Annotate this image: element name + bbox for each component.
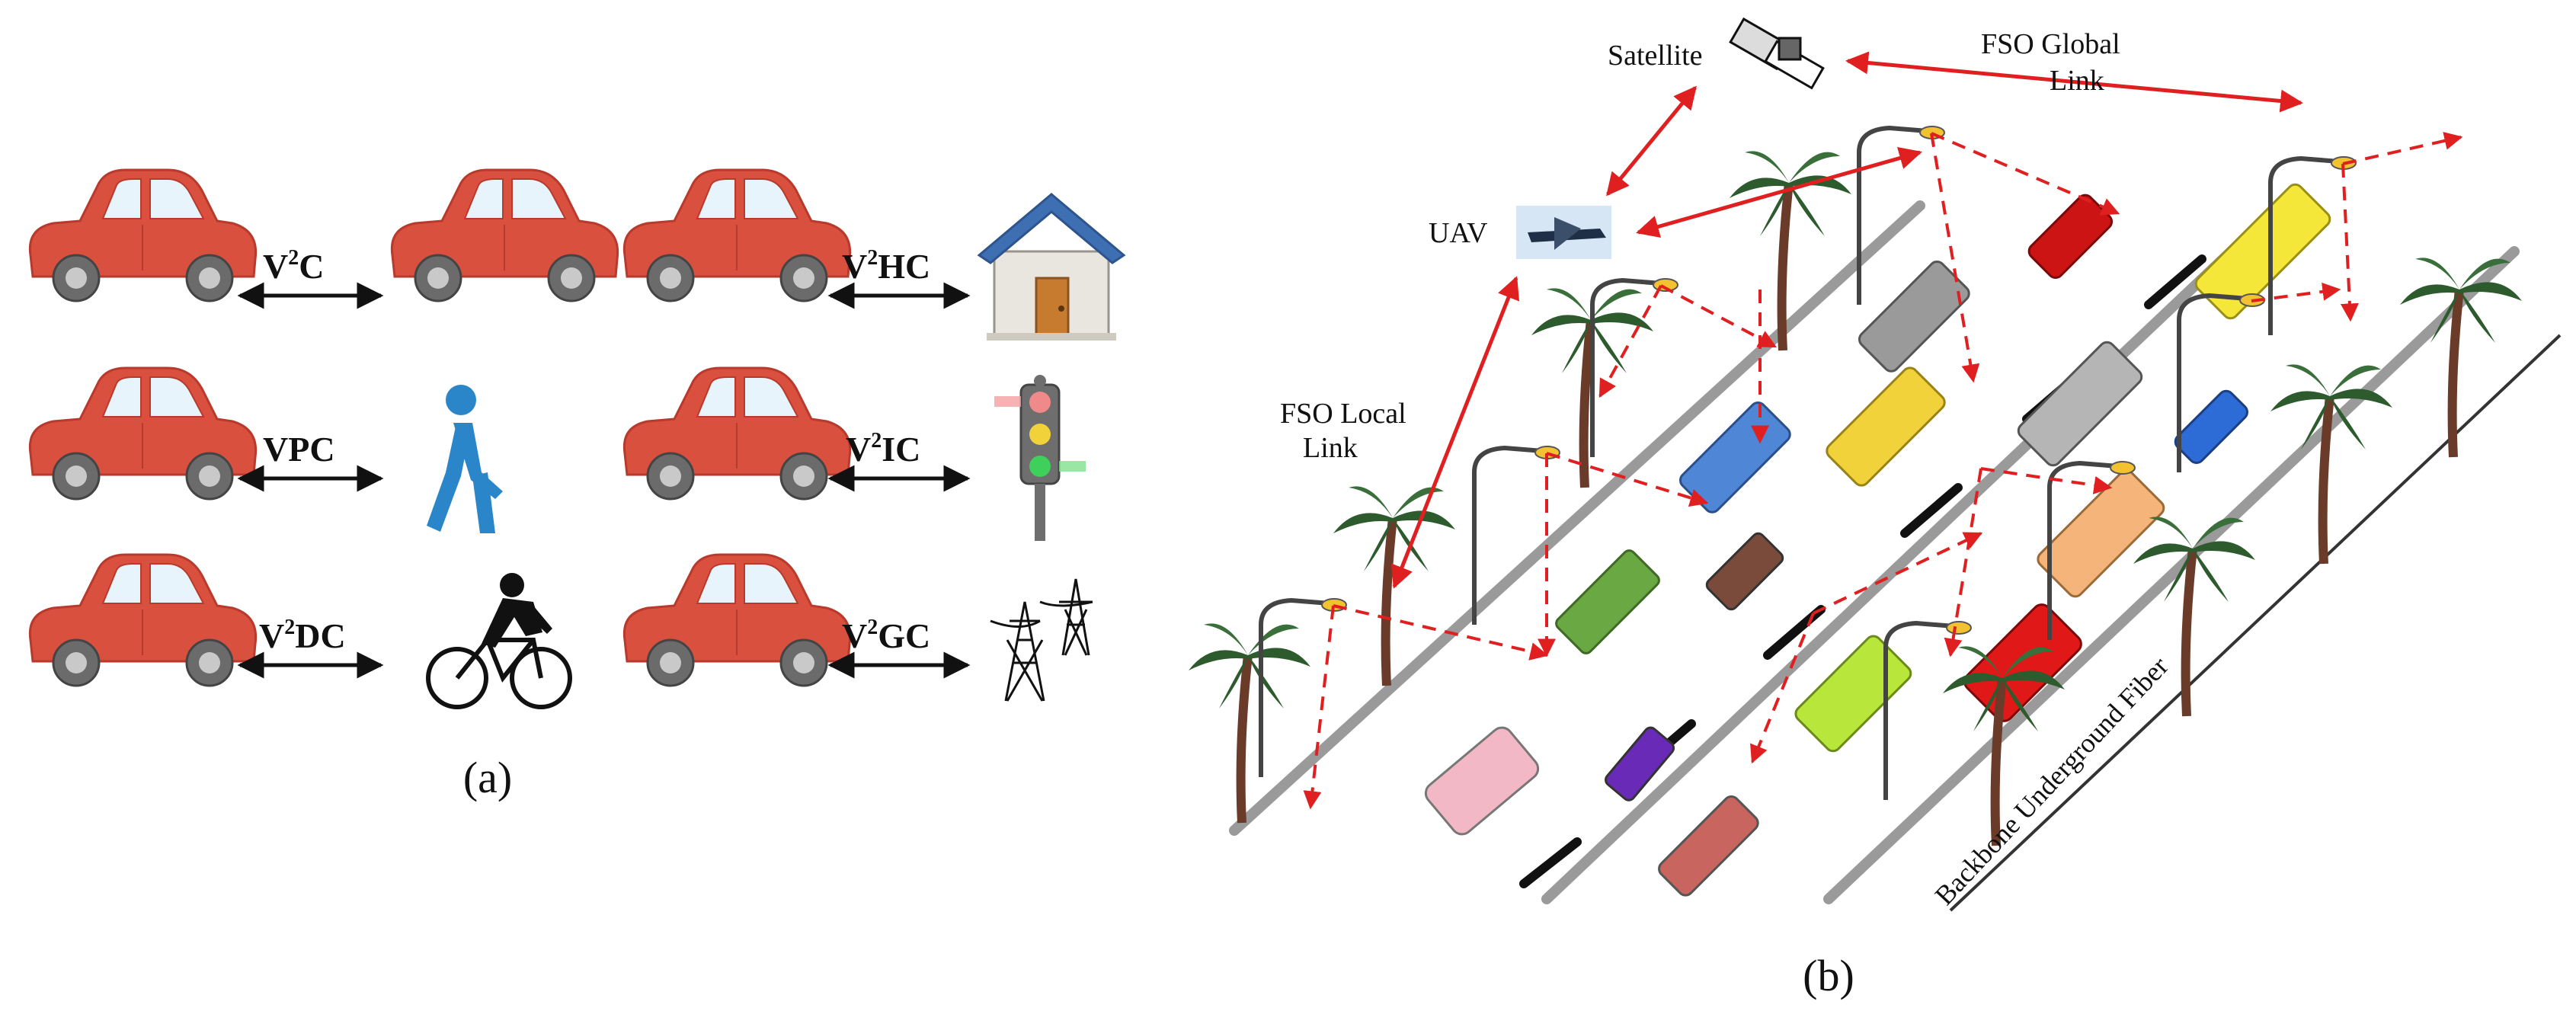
link-label-v2gc: V2GC — [842, 616, 930, 655]
panel-b: Satellite FSO Global Link UAV FSO Local … — [1189, 17, 2562, 1000]
fso-local-label-2: Link — [1303, 432, 1358, 464]
panel-a-caption: (a) — [463, 753, 512, 802]
road-edge — [1229, 200, 1925, 836]
cyclist-icon — [426, 573, 572, 709]
road-edge — [1541, 223, 2261, 904]
uav-icon — [1516, 206, 1611, 259]
satellite-icon — [1729, 17, 1825, 90]
panel-a: V2C V2HC VPC V2IC — [28, 168, 1126, 802]
fso-local-label-1: FSO Local — [1280, 398, 1406, 430]
car-icon — [622, 553, 852, 687]
uav-lamp-link — [1636, 146, 1922, 238]
link-label-v2c: V2C — [263, 246, 324, 286]
fso-global-link-arrow — [1845, 51, 2303, 113]
fso-global-label-2: Link — [2050, 65, 2104, 97]
vehicles — [1424, 183, 2331, 897]
car-icon — [28, 366, 258, 501]
satellite-label: Satellite — [1608, 40, 1703, 72]
pedestrian-icon — [427, 385, 503, 533]
car-icon — [622, 168, 852, 302]
lane-marking — [1519, 837, 1582, 888]
palm-tree — [1189, 623, 1310, 823]
uav-label: UAV — [1429, 217, 1488, 249]
link-label-v2ic: V2IC — [846, 429, 920, 469]
car-icon — [622, 366, 852, 501]
car-icon — [28, 168, 258, 302]
fso-local-links — [1303, 132, 2463, 810]
traffic-light-icon — [994, 375, 1086, 541]
lane-marking — [2144, 254, 2206, 309]
car-icon — [390, 168, 619, 302]
car-icon — [28, 553, 258, 687]
lane-marking — [1900, 483, 1963, 538]
link-label-v2dc: V2DC — [259, 616, 346, 655]
street-lamp — [1261, 599, 1346, 777]
uav-local-link — [1390, 276, 1520, 589]
backbone-fiber-line — [1949, 334, 2562, 912]
panel-b-caption: (b) — [1803, 951, 1854, 1000]
power-tower-icon — [990, 578, 1093, 702]
link-label-v2hc: V2HC — [842, 246, 930, 286]
road-edge — [1823, 246, 2520, 904]
link-label-vpc: VPC — [263, 430, 335, 469]
satellite-uav-link — [1606, 85, 1697, 197]
house-icon — [977, 193, 1126, 341]
fso-global-label-1: FSO Global — [1981, 28, 2120, 60]
